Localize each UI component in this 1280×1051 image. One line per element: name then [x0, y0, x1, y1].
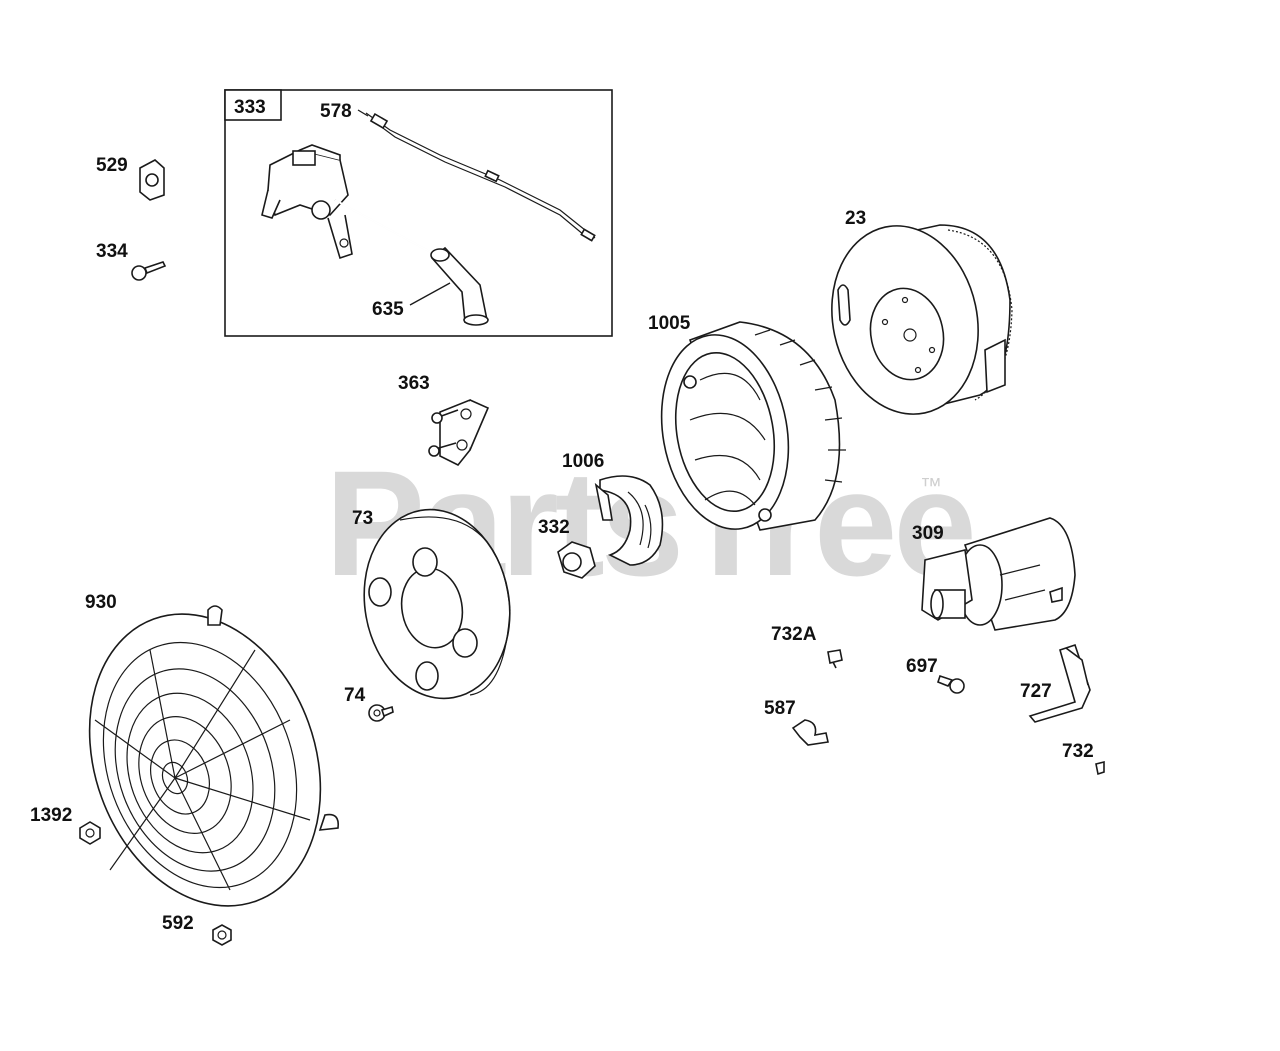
label-578[interactable]: 578 [320, 101, 352, 122]
grommet-part[interactable] [139, 159, 165, 201]
label-309[interactable]: 309 [912, 523, 944, 544]
label-529[interactable]: 529 [96, 155, 128, 176]
nut-592-part[interactable] [212, 924, 232, 946]
screw-732-part[interactable] [1095, 760, 1105, 776]
wire-harness-part[interactable] [365, 112, 596, 242]
label-1006[interactable]: 1006 [562, 451, 604, 472]
label-727[interactable]: 727 [1020, 681, 1052, 702]
label-1005[interactable]: 1005 [648, 313, 691, 334]
flywheel-nut-part[interactable] [557, 541, 596, 579]
label-697[interactable]: 697 [906, 656, 938, 677]
fan-cover-part[interactable] [350, 498, 525, 710]
label-732A[interactable]: 732A [771, 624, 817, 645]
label-1392[interactable]: 1392 [30, 805, 72, 826]
ignition-assembly-group: 333 578 635 [224, 89, 613, 337]
fan-guard-part[interactable] [50, 581, 359, 938]
assembly-label-box [224, 89, 282, 121]
label-363[interactable]: 363 [398, 373, 430, 394]
bracket-727-part[interactable] [1028, 643, 1091, 723]
clip-587-part[interactable] [791, 719, 829, 746]
label-332[interactable]: 332 [538, 517, 570, 538]
label-333[interactable]: 333 [234, 97, 266, 118]
screw-74-part[interactable] [368, 704, 394, 722]
label-23[interactable]: 23 [845, 208, 866, 229]
watermark-trademark: ™ [920, 473, 942, 498]
flywheel-part[interactable] [815, 212, 1013, 428]
bolt-697-part[interactable] [937, 674, 965, 694]
label-334[interactable]: 334 [96, 241, 128, 262]
bracket-363-part[interactable] [428, 398, 490, 467]
label-635[interactable]: 635 [372, 299, 404, 320]
bolt-732A-part[interactable] [827, 649, 843, 669]
cooling-fan-part[interactable] [647, 321, 846, 539]
label-74[interactable]: 74 [344, 685, 366, 706]
ignition-module-part[interactable] [261, 144, 353, 260]
label-73[interactable]: 73 [352, 508, 373, 529]
assembly-box [224, 89, 613, 337]
nut-1392-part[interactable] [79, 821, 101, 845]
ratchet-cup-part[interactable] [594, 475, 664, 566]
spark-plug-boot-part[interactable] [430, 246, 489, 326]
label-732[interactable]: 732 [1062, 741, 1094, 762]
label-592[interactable]: 592 [162, 913, 194, 934]
label-587[interactable]: 587 [764, 698, 796, 719]
label-930[interactable]: 930 [85, 592, 117, 613]
starter-motor-part[interactable] [921, 517, 1076, 631]
screw-334-part[interactable] [131, 261, 167, 281]
